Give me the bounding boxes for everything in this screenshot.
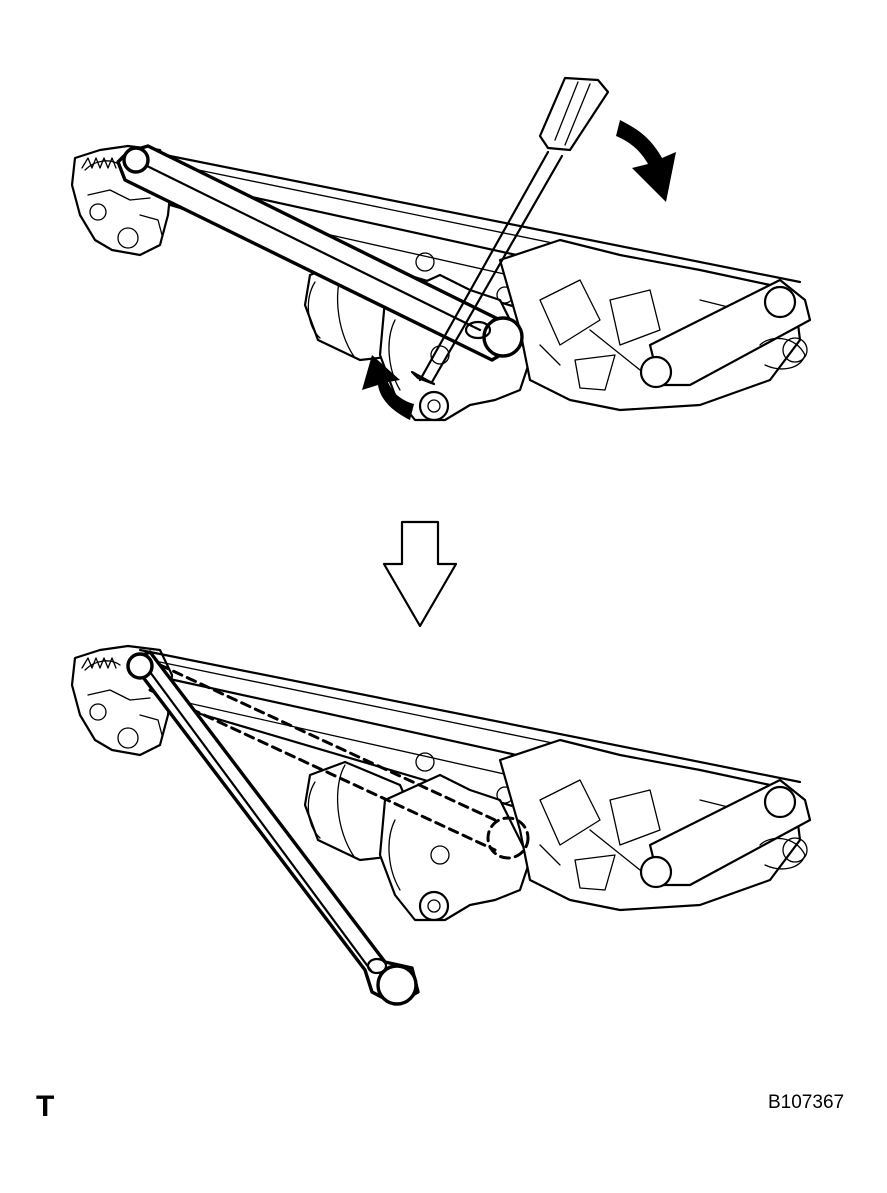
link-rod-former-position — [158, 663, 497, 822]
curved-rotation-arrow-icon — [616, 120, 676, 202]
bottom-view-linkage — [70, 644, 812, 1006]
figure-code: B107367 — [768, 1092, 845, 1113]
corner-mark: T — [36, 1090, 55, 1123]
link-rod-detached — [128, 650, 420, 1006]
screwdriver — [410, 76, 610, 386]
top-view-linkage — [70, 76, 812, 422]
hollow-down-arrow-icon — [382, 520, 458, 628]
curved-rotation-arrow-icon — [362, 355, 414, 420]
